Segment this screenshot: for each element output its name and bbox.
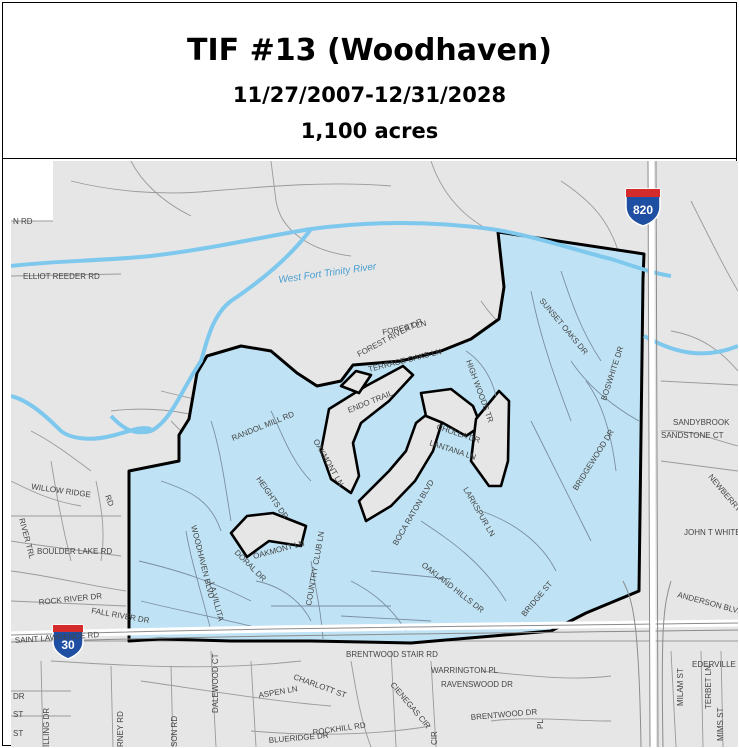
district-streets — [138, 270, 640, 640]
label-milam: MILAM ST — [676, 668, 685, 706]
label-st-west-2: ST — [13, 729, 23, 738]
label-son-rd: SON RD — [170, 716, 179, 747]
blank-corner — [11, 161, 53, 221]
label-elliot-reeder: ELLIOT REEDER RD — [23, 272, 100, 281]
label-sandybrook: SANDYBROOK — [673, 418, 730, 427]
i820-shield-icon: 820 — [625, 188, 661, 227]
label-terbet: TERBET LN — [704, 665, 713, 709]
label-st-west: ST — [13, 710, 23, 719]
label-warrington: WARRINGTON PL — [431, 666, 499, 675]
label-n-rd: N RD — [13, 217, 33, 226]
label-cir: CIR — [430, 731, 439, 745]
label-ederville: EDERVILLE — [692, 660, 736, 669]
excluded-areas — [229, 364, 511, 559]
i30-shield-icon: 30 — [52, 624, 84, 660]
label-pl: PL — [536, 719, 545, 729]
label-dr-west: DR — [13, 692, 25, 701]
district-title: TIF #13 (Woodhaven) — [187, 33, 552, 68]
label-rney: RNEY RD — [116, 711, 125, 747]
label-brentwood-stair: BRENTWOOD STAIR RD — [346, 650, 438, 659]
i820-label: 820 — [633, 203, 653, 217]
label-ravenswood: RAVENSWOOD DR — [441, 680, 513, 689]
label-willow-ridge-rd: RD — [103, 494, 115, 508]
district-area: 1,100 acres — [300, 119, 439, 143]
label-john-t-white: JOHN T WHITE — [684, 528, 738, 537]
district-dates: 11/27/2007-12/31/2028 — [232, 83, 507, 107]
highways — [11, 161, 738, 747]
label-mims: MIMS ST — [716, 708, 725, 741]
map-header: TIF #13 (Woodhaven) 11/27/2007-12/31/202… — [3, 3, 736, 159]
map-area: 820 30 N RD ELLIOT REEDER RD FOREST RIVE… — [11, 161, 738, 747]
i30-label: 30 — [61, 638, 75, 652]
label-dalewood: DALEWOOD CT — [211, 653, 220, 713]
label-illing: ILLING DR — [42, 708, 51, 747]
district-map: 820 30 N RD ELLIOT REEDER RD FOREST RIVE… — [11, 161, 738, 747]
label-sandstone: SANDSTONE CT — [661, 431, 724, 440]
label-boulder-lake: BOULDER LAKE RD — [37, 547, 112, 556]
